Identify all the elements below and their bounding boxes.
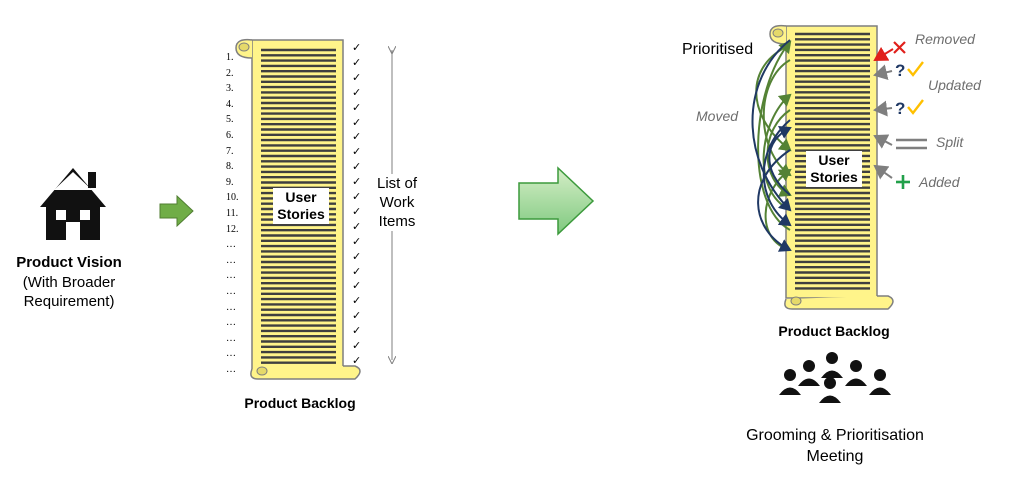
check-icon: ✓ <box>352 204 362 218</box>
backlog-item-number: … <box>226 348 236 360</box>
backlog-item-number: … <box>226 301 236 313</box>
work-items-line1: List of <box>376 175 418 192</box>
right-user-stories-line2: Stories <box>810 169 858 185</box>
check-icon: ✓ <box>352 219 362 233</box>
backlog-item-number: 8. <box>226 161 234 173</box>
small-arrow-icon <box>159 194 194 228</box>
check-icon: ✓ <box>352 145 362 159</box>
backlog-item-number: 1. <box>226 52 234 63</box>
backlog-item-number: 3. <box>226 83 234 95</box>
check-icon: ✓ <box>352 115 362 129</box>
removed-x-icon <box>893 41 906 54</box>
house-icon <box>40 168 106 240</box>
backlog-item-number: 4. <box>226 98 234 110</box>
check-icon: ✓ <box>352 160 362 174</box>
updated-check-icon <box>907 61 924 77</box>
left-user-stories-label: User Stories <box>273 188 329 224</box>
check-icon: ✓ <box>352 190 362 203</box>
backlog-item-number: 12. <box>226 223 239 235</box>
check-icon: ✓ <box>352 294 362 308</box>
check-icon: ✓ <box>352 264 362 278</box>
left-user-stories-line2: Stories <box>277 206 325 222</box>
left-user-stories-line1: User <box>285 189 317 205</box>
backlog-item-number: 9. <box>226 176 234 188</box>
moved-label: Moved <box>696 108 739 124</box>
work-items-line2: Work <box>379 194 415 211</box>
backlog-item-number: … <box>226 332 236 344</box>
meeting-line2: Meeting <box>806 448 864 465</box>
backlog-item-number: … <box>226 270 236 282</box>
meeting-label: Grooming & Prioritisation Meeting <box>700 425 970 467</box>
prioritised-label: Prioritised <box>682 41 754 58</box>
check-icon: ✓ <box>352 55 362 69</box>
check-icon: ✓ <box>352 339 362 352</box>
added-plus-icon <box>896 175 910 189</box>
check-icon: ✓ <box>352 249 362 263</box>
check-icon: ✓ <box>352 353 362 367</box>
split-icon <box>896 138 927 150</box>
updated-question-mark: ? <box>895 61 906 80</box>
backlog-item-number: … <box>226 317 236 329</box>
check-icon: ✓ <box>352 70 362 84</box>
check-icon: ✓ <box>352 324 362 338</box>
check-icon: ✓ <box>352 234 362 248</box>
check-icon: ✓ <box>352 130 362 144</box>
people-group-icon <box>779 352 891 403</box>
right-backlog-title: Product Backlog <box>778 323 890 339</box>
left-backlog-title: Product Backlog <box>244 395 356 411</box>
backlog-item-number: 6. <box>226 130 234 141</box>
check-icon: ✓ <box>352 41 362 54</box>
split-label: Split <box>936 134 964 150</box>
big-arrow-icon <box>518 166 595 236</box>
check-icon: ✓ <box>352 309 362 323</box>
backlog-item-number: 11. <box>226 208 239 219</box>
moved-arrows <box>751 39 792 252</box>
backlog-item-number: 10. <box>226 192 239 204</box>
check-icon: ✓ <box>352 85 362 99</box>
right-user-stories-label: User Stories <box>806 151 862 187</box>
meeting-line1: Grooming & Prioritisation <box>746 427 924 444</box>
backlog-item-number: … <box>226 254 236 266</box>
backlog-item-number: … <box>226 239 236 251</box>
updated-check-icon-2 <box>907 99 924 115</box>
check-icon: ✓ <box>352 279 362 293</box>
vision-subtitle: (With Broader Requirement) <box>0 273 138 311</box>
backlog-item-number: 2. <box>226 67 234 79</box>
backlog-item-number: … <box>226 286 236 297</box>
right-user-stories-line1: User <box>818 152 850 168</box>
vision-subtitle-line1: (With Broader <box>22 274 116 291</box>
updated-question-mark-2: ? <box>895 99 906 118</box>
check-icon: ✓ <box>352 100 362 114</box>
added-label: Added <box>919 174 960 190</box>
change-arrows <box>873 46 894 180</box>
work-items-label: List of Work Items <box>364 174 430 231</box>
work-items-line3: Items <box>378 213 416 230</box>
removed-label: Removed <box>915 31 975 47</box>
check-icon: ✓ <box>352 175 362 189</box>
backlog-item-number: … <box>226 364 236 375</box>
backlog-item-number: 7. <box>226 145 234 157</box>
vision-subtitle-line2: Requirement) <box>23 293 115 310</box>
vision-title: Product Vision <box>16 254 122 271</box>
backlog-item-number: 5. <box>226 114 234 126</box>
updated-label: Updated <box>928 77 981 93</box>
